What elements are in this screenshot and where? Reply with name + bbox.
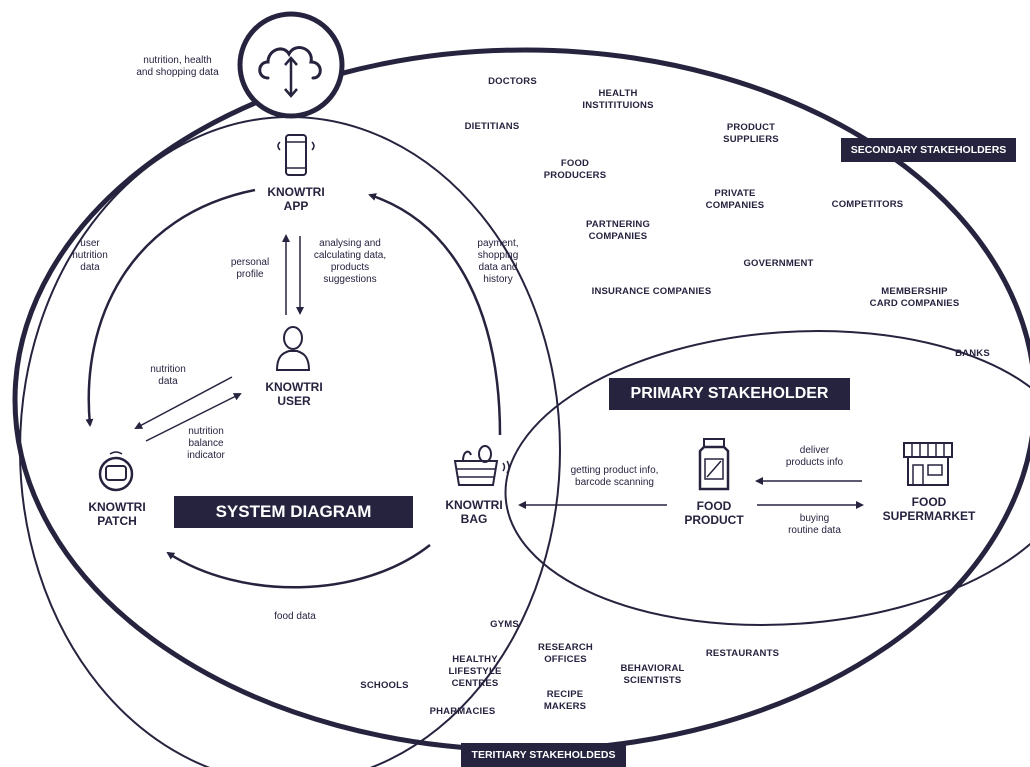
stakeholder-pharmacies: PHARMACIES (429, 706, 496, 717)
stakeholder-competitors: COMPETITORS (831, 199, 904, 210)
store-icon (903, 442, 953, 486)
node-knowtri-bag: KNOWTRI BAG (445, 498, 503, 526)
stakeholder-recipe-makers: RECIPE MAKERS (543, 689, 587, 712)
flow-cloud-data: nutrition, health and shopping data (136, 55, 219, 78)
flow-product-info: getting product info, barcode scanning (570, 465, 659, 488)
tertiary-stakeholders-banner: TERITIARY STAKEHOLDEDS (461, 743, 626, 767)
flow-buying-routine: buying routine data (788, 513, 841, 536)
arrow-patch-to-user (145, 393, 242, 442)
arrow-user-to-patch (134, 376, 233, 429)
node-knowtri-patch: KNOWTRI PATCH (88, 500, 146, 528)
stakeholder-restaurants: RESTAURANTS (705, 648, 780, 659)
node-food-supermarket: FOOD SUPERMARKET (882, 495, 976, 523)
flow-food-data: food data (274, 611, 316, 622)
arrow-bag-to-app (368, 193, 502, 436)
stakeholder-private-companies: PRIVATE COMPANIES (705, 188, 765, 211)
stakeholder-food-producers: FOOD PRODUCERS (543, 158, 607, 181)
stakeholder-membership-card-companies: MEMBERSHIP CARD COMPANIES (869, 286, 960, 309)
system-diagram-banner: SYSTEM DIAGRAM (174, 496, 413, 528)
secondary-stakeholders-banner: SECONDARY STAKEHOLDERS (841, 138, 1016, 162)
food-jar-icon (698, 438, 730, 491)
stakeholder-government: GOVERNMENT (743, 258, 814, 269)
flow-deliver-info: deliver products info (785, 445, 844, 468)
stakeholder-banks: BANKS (955, 348, 990, 359)
flow-personal-profile: personal profile (230, 257, 270, 280)
flow-balance-indicator: nutrition balance indicator (187, 426, 225, 461)
stakeholder-partnering-companies: PARTNERING COMPANIES (585, 219, 651, 242)
flow-payment: payment, shopping data and history (477, 238, 519, 285)
stakeholder-behavioral-scientists: BEHAVIORAL SCIENTISTS (620, 663, 685, 686)
arrow-bag-to-patch (166, 544, 431, 589)
stakeholder-product-suppliers: PRODUCT SUPPLIERS (723, 122, 779, 145)
stakeholder-research-offices: RESEARCH OFFICES (538, 642, 593, 665)
phone-icon (277, 134, 315, 176)
stakeholder-healthy-lifestyle-centres: HEALTHY LIFESTYLE CENTRES (448, 654, 502, 689)
node-food-product: FOOD PRODUCT (684, 499, 744, 527)
flow-analysing: analysing and calculating data, products… (313, 238, 387, 285)
arrow-app-to-patch (85, 188, 256, 427)
user-icon (275, 326, 311, 371)
primary-stakeholder-banner: PRIMARY STAKEHOLDER (609, 378, 850, 410)
stakeholder-insurance-companies: INSURANCE COMPANIES (591, 286, 712, 297)
stakeholder-health-institutions: HEALTH INSTITITUIONS (582, 88, 654, 111)
stakeholder-doctors: DOCTORS (488, 76, 537, 87)
stakeholder-dietitians: DIETITIANS (464, 121, 520, 132)
node-knowtri-app: KNOWTRI APP (267, 185, 325, 213)
stakeholder-schools: SCHOOLS (360, 680, 409, 691)
stakeholder-gyms: GYMS (490, 619, 519, 630)
node-knowtri-user: KNOWTRI USER (265, 380, 323, 408)
flow-nutrition-data: nutrition data (150, 364, 186, 387)
primary-ellipse (504, 330, 1030, 626)
shopping-bag-icon (453, 445, 510, 486)
flow-user-nutrition-data: user nutrition data (72, 238, 108, 273)
patch-icon (98, 451, 134, 492)
cloud-sync-icon (237, 11, 345, 119)
